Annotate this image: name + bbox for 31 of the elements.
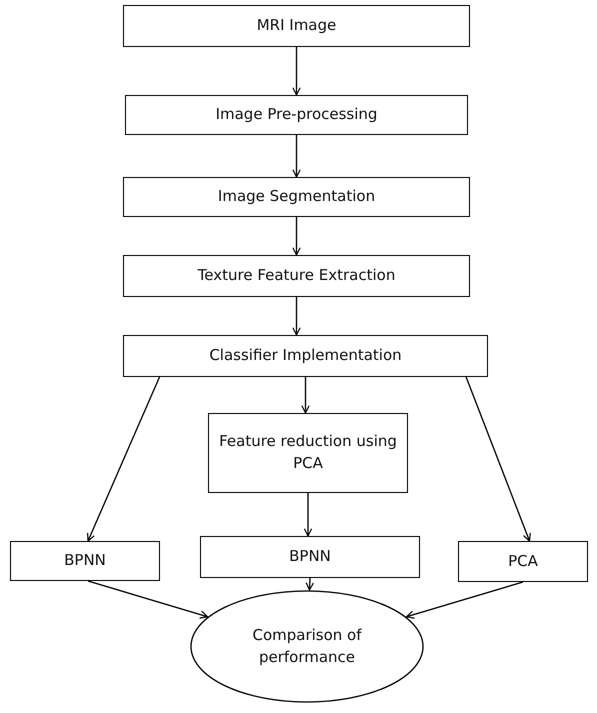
node-label: Feature reduction using PCA	[218, 431, 398, 474]
node-label: Texture Feature Extraction	[196, 265, 396, 286]
process-box	[123, 335, 488, 377]
node-label: MRI Image	[256, 15, 338, 36]
process-box	[123, 255, 470, 297]
process-box	[123, 5, 470, 47]
node-label: Classifier Implementation	[208, 345, 403, 366]
arrow	[292, 297, 301, 336]
node-label: PCA	[507, 550, 539, 572]
process-box	[123, 177, 470, 217]
arrow	[292, 217, 301, 256]
arrow	[292, 47, 301, 96]
process-box	[10, 541, 160, 581]
arrow	[306, 578, 314, 591]
node-label: Image Segmentation	[216, 186, 376, 208]
arrow	[406, 581, 524, 619]
process-box	[458, 541, 588, 582]
arrow	[88, 580, 208, 619]
arrow	[466, 376, 531, 542]
node-label: Comparison of performance	[251, 624, 363, 668]
arrow	[292, 135, 301, 178]
process-box	[200, 536, 420, 578]
node-label: BPNN	[288, 546, 332, 568]
arrow	[87, 376, 160, 542]
node-label: Image Pre-processing	[214, 104, 378, 126]
arrow	[301, 377, 310, 414]
node-label: BPNN	[63, 550, 107, 572]
process-box	[208, 413, 408, 493]
process-box	[125, 95, 468, 135]
arrow	[304, 493, 312, 537]
terminal-ellipse	[190, 590, 424, 703]
